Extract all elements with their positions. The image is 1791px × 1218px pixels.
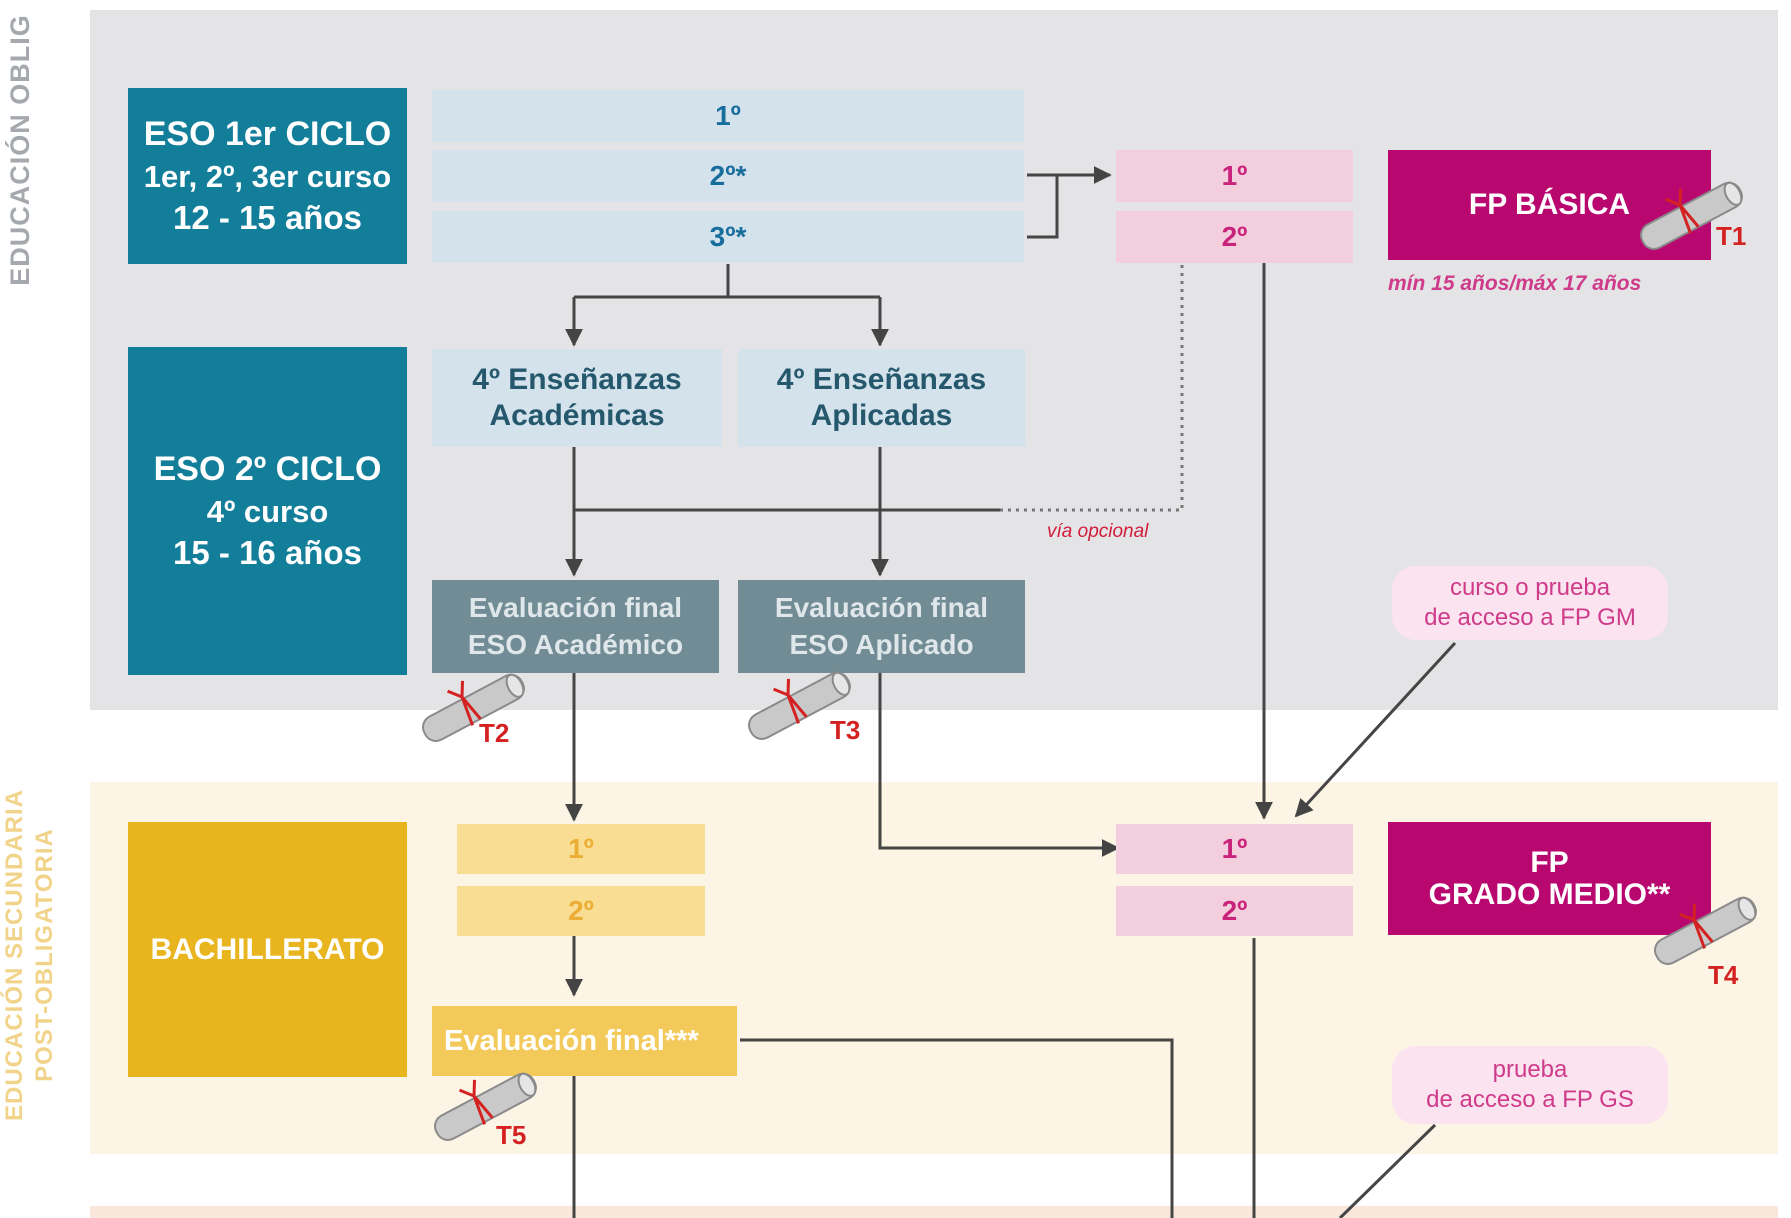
fp-basica-age-range: mín 15 años/máx 17 años — [1388, 272, 1642, 295]
ensenanzas-academicas-line2: Académicas — [489, 399, 665, 432]
diploma-icon-t2 — [422, 673, 525, 742]
ensenanzas-aplicadas-line2: Aplicadas — [810, 399, 953, 432]
eso-first-cycle-block: ESO 1er CICLO 1er, 2º, 3er curso 12 - 15… — [128, 88, 407, 264]
note-gs-line2: de acceso a FP GS — [1426, 1086, 1634, 1113]
ensenanzas-academicas-line1: 4º Enseñanzas — [472, 363, 682, 396]
fpbasica-course-2: 2º — [1116, 211, 1353, 263]
note-access-fp-gs: prueba de acceso a FP GS — [1392, 1046, 1668, 1124]
fpgm-course-2: 2º — [1116, 886, 1353, 936]
eval-eso-academico: Evaluación final ESO Académico — [432, 580, 719, 673]
ensenanzas-aplicadas: 4º Enseñanzas Aplicadas — [738, 349, 1025, 447]
fp-grado-medio-block: FP GRADO MEDIO** — [1388, 822, 1711, 935]
ensenanzas-aplicadas-line1: 4º Enseñanzas — [776, 363, 987, 396]
diploma-icon-t3 — [748, 671, 851, 740]
fpgm-course-1: 1º — [1116, 824, 1353, 874]
line-bach-right — [740, 1038, 1174, 1218]
eso-second-cycle-block: ESO 2º CICLO 4º curso 15 - 16 años — [128, 347, 407, 675]
fp-gm-line1: FP — [1530, 846, 1569, 879]
eso1-course-3: 3º* — [432, 211, 1024, 263]
bachillerato-course-1: 1º — [457, 824, 705, 874]
title-label-t3: T3 — [830, 715, 861, 745]
fp-gm-line2: GRADO MEDIO** — [1428, 877, 1671, 911]
diploma-icon-t4 — [1654, 896, 1757, 965]
eso1-course-2: 2º* — [432, 150, 1024, 202]
eso2-ages: 15 - 16 años — [173, 533, 362, 571]
note-gm-line2: de acceso a FP GM — [1424, 604, 1636, 631]
bachillerato-block: BACHILLERATO — [128, 822, 407, 1077]
line-note-gs — [1338, 1123, 1437, 1218]
note-gs-line1: prueba — [1492, 1056, 1568, 1083]
arrow-aplicado-fpgm — [878, 672, 1120, 857]
eval-aplicado-line2: ESO Aplicado — [789, 628, 974, 660]
title-label-t5: T5 — [496, 1120, 527, 1150]
title-label-t2: T2 — [479, 718, 510, 748]
eval-aplicado-line1: Evaluación final — [774, 592, 989, 624]
eso1-ages: 12 - 15 años — [173, 198, 362, 236]
arrow-note-gm — [1294, 641, 1457, 818]
eso2-course-label: 4º curso — [206, 493, 329, 529]
eso2-title: ESO 2º CICLO — [153, 450, 382, 489]
eso1-title: ESO 1er CICLO — [143, 115, 392, 154]
note-access-fp-gm: curso o prueba de acceso a FP GM — [1392, 566, 1668, 640]
fp-basica-label: FP BÁSICA — [1468, 188, 1631, 222]
eso1-course-1: 1º — [432, 90, 1024, 142]
higher-education-band — [90, 1206, 1778, 1218]
diploma-icon-t1 — [1640, 181, 1743, 250]
via-opcional-label: vía opcional — [1047, 521, 1149, 542]
fpbasica-course-1: 1º — [1116, 150, 1353, 202]
title-label-t4: T4 — [1708, 960, 1739, 990]
ensenanzas-academicas: 4º Enseñanzas Académicas — [432, 349, 722, 447]
note-gm-line1: curso o prueba — [1449, 574, 1611, 601]
line-3-join — [1027, 175, 1059, 239]
eval-academico-line1: Evaluación final — [468, 592, 683, 624]
eval-academico-line2: ESO Académico — [467, 628, 684, 660]
eso1-courses-label: 1er, 2º, 3er curso — [143, 158, 392, 194]
eval-eso-aplicado: Evaluación final ESO Aplicado — [738, 580, 1025, 673]
diploma-icon-t5 — [434, 1072, 537, 1141]
bachillerato-eval-final: Evaluación final*** — [432, 1006, 737, 1076]
title-label-t1: T1 — [1716, 221, 1747, 251]
dotted-optional-path — [1000, 263, 1184, 512]
bachillerato-course-2: 2º — [457, 886, 705, 936]
